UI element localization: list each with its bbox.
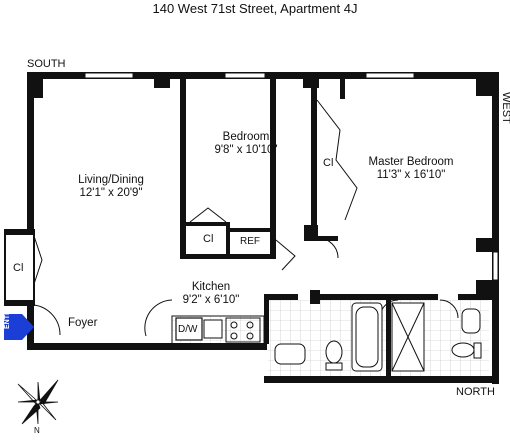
window bbox=[365, 72, 415, 79]
kitchen-name: Kitchen bbox=[191, 281, 231, 293]
kitchen-door bbox=[144, 299, 173, 337]
window bbox=[224, 72, 266, 79]
doors bbox=[33, 99, 459, 337]
north-wall-baths bbox=[264, 376, 499, 383]
living-dining-size: 12'1" x 20'9" bbox=[79, 187, 143, 200]
toilet-2 bbox=[451, 342, 475, 358]
master-closet-wall bbox=[304, 225, 318, 241]
living-dining-label: Living/Dining 12'1" x 20'9" bbox=[56, 174, 166, 200]
hall-wall bbox=[318, 236, 338, 241]
kitchen-size: 9'2" x 6'10" bbox=[182, 294, 240, 307]
master-closet-door bbox=[316, 99, 358, 221]
toilet-1-tank bbox=[325, 362, 343, 371]
north-label: NORTH bbox=[456, 386, 495, 398]
closet-divider bbox=[230, 228, 270, 232]
west-label: WEST bbox=[500, 92, 510, 124]
dishwasher-label: D/W bbox=[178, 324, 198, 335]
bath-door-arc bbox=[439, 299, 459, 319]
dishwasher-box bbox=[175, 317, 203, 341]
window bbox=[84, 72, 134, 79]
pilaster bbox=[476, 72, 492, 96]
stove bbox=[225, 317, 261, 343]
bath-top-wall bbox=[458, 294, 492, 300]
master-bedroom-name: Master Bedroom bbox=[368, 156, 454, 168]
entry-arrow bbox=[4, 314, 34, 340]
refrigerator-label: REF bbox=[240, 236, 260, 247]
bath-top-wall bbox=[264, 294, 298, 300]
bathtub-inner bbox=[355, 306, 379, 368]
north-wall-foyer bbox=[27, 343, 267, 350]
bath-fixtures bbox=[274, 302, 482, 372]
kitchen-label: Kitchen 9'2" x 6'10" bbox=[166, 281, 256, 307]
windows bbox=[84, 72, 499, 281]
bath-divider bbox=[386, 294, 391, 380]
foyer-closet-door bbox=[33, 235, 43, 285]
plan-title: 140 West 71st Street, Apartment 4J bbox=[152, 1, 358, 16]
bedroom-label: Bedroom 9'8" x 10'10" bbox=[196, 131, 296, 157]
bedroom-east-wall bbox=[180, 79, 186, 259]
compass-north-letter: N bbox=[34, 426, 40, 435]
sink-2 bbox=[461, 308, 481, 334]
sink-1 bbox=[274, 343, 306, 365]
west-wall bbox=[492, 72, 499, 384]
bath-pillar bbox=[310, 290, 320, 304]
master-closet-label: Cl bbox=[323, 157, 334, 169]
east-wall-upper bbox=[27, 72, 34, 230]
master-bedroom-door bbox=[317, 237, 339, 259]
toilet-2-tank bbox=[473, 342, 482, 359]
foyer-closet-label: Cl bbox=[13, 262, 24, 274]
master-closet-wall bbox=[340, 79, 345, 99]
bedroom-west-wall bbox=[270, 79, 276, 259]
shower-cross bbox=[391, 302, 425, 372]
pilaster bbox=[476, 238, 492, 252]
toilet-1 bbox=[325, 340, 343, 364]
bedroom-name: Bedroom bbox=[222, 131, 270, 143]
bedroom-closet-door bbox=[189, 207, 227, 223]
bedroom-closet-label: Cl bbox=[203, 233, 214, 245]
pilaster bbox=[154, 72, 170, 88]
compass-rose bbox=[17, 379, 59, 425]
foyer-name: Foyer bbox=[68, 317, 98, 329]
pilaster bbox=[476, 280, 492, 294]
closet-divider bbox=[226, 222, 230, 257]
master-bedroom-label: Master Bedroom 11'3" x 16'10" bbox=[356, 156, 466, 182]
master-closet-wall bbox=[311, 79, 317, 229]
bedroom-size: 9'8" x 10'10" bbox=[214, 144, 278, 157]
south-label: SOUTH bbox=[27, 58, 66, 70]
pilaster bbox=[27, 72, 43, 98]
master-bedroom-size: 11'3" x 16'10" bbox=[376, 169, 446, 182]
entry-door bbox=[33, 304, 61, 336]
foyer-closet-wall bbox=[5, 230, 34, 235]
window bbox=[492, 251, 499, 281]
bedroom-door bbox=[275, 239, 296, 271]
closet-divider bbox=[186, 222, 226, 226]
kitchen-sink bbox=[203, 319, 223, 339]
bath-left-wall bbox=[264, 294, 269, 344]
living-dining-name: Living/Dining bbox=[78, 174, 144, 186]
bath-top-wall bbox=[318, 294, 438, 300]
entry-label: ENTRY bbox=[4, 305, 11, 329]
foyer-closet-wall bbox=[5, 300, 34, 305]
walls bbox=[27, 72, 499, 384]
